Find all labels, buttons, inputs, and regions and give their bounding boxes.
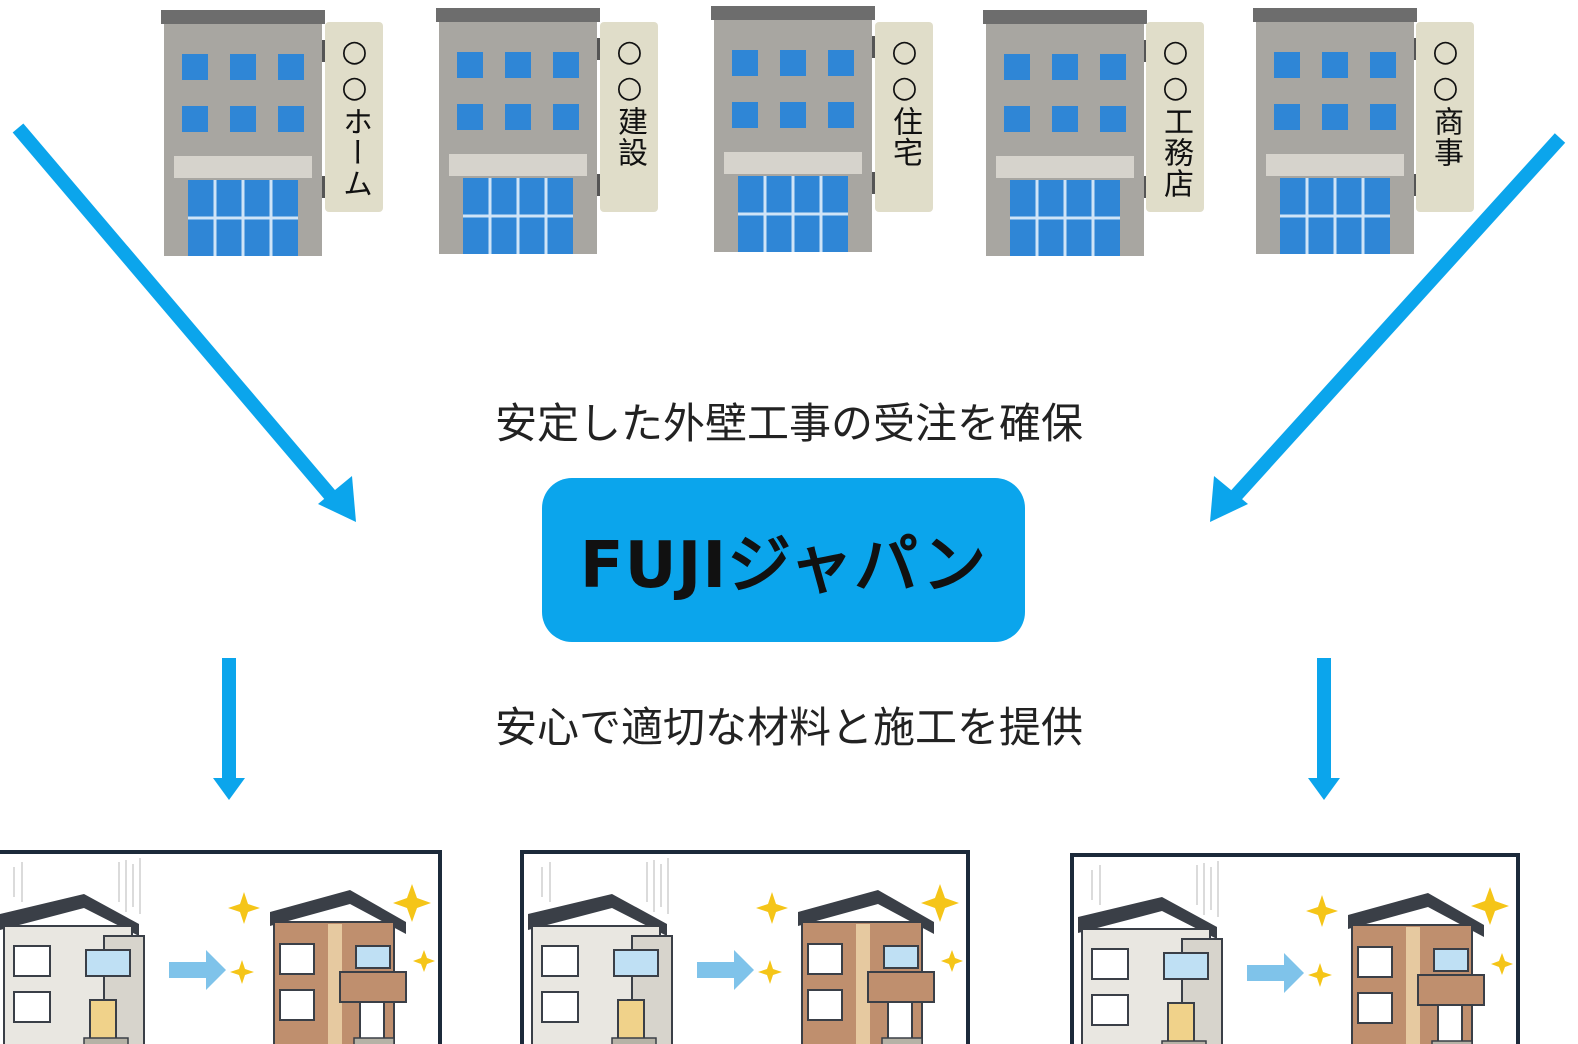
office-building-icon: [981, 8, 1154, 258]
company-sign: ○○ホーム: [325, 22, 383, 212]
company-name: ○○住宅: [887, 34, 922, 168]
renovation-card: [1070, 853, 1520, 1044]
left-down-arrow: [213, 658, 245, 800]
company-name: ○○工務店: [1158, 34, 1193, 199]
company-sign: ○○工務店: [1146, 22, 1204, 212]
office-building-icon: [1251, 6, 1424, 256]
company-sign: ○○建設: [600, 22, 658, 212]
renovation-card: [520, 850, 970, 1044]
company-sign: ○○商事: [1416, 22, 1474, 212]
logo-text: FUJIジャパン: [579, 529, 988, 603]
company-sign: ○○住宅: [875, 22, 933, 212]
bottom-caption: 安心で適切な材料と施工を提供: [494, 703, 1083, 752]
top-caption: 安定した外壁工事の受注を確保: [494, 399, 1083, 448]
company-name: ○○建設: [612, 34, 647, 168]
office-building-icon: [709, 4, 882, 254]
company-name: ○○商事: [1428, 34, 1463, 168]
renovation-card: [0, 850, 442, 1044]
right-diagonal-arrow: [1210, 133, 1566, 522]
office-building-icon: [159, 8, 332, 258]
office-building-icon: [434, 6, 607, 256]
left-diagonal-arrow: [12, 123, 356, 522]
fuji-japan-logo: FUJIジャパン: [542, 478, 1025, 642]
company-name: ○○ホーム: [337, 34, 372, 199]
right-down-arrow: [1308, 658, 1340, 800]
